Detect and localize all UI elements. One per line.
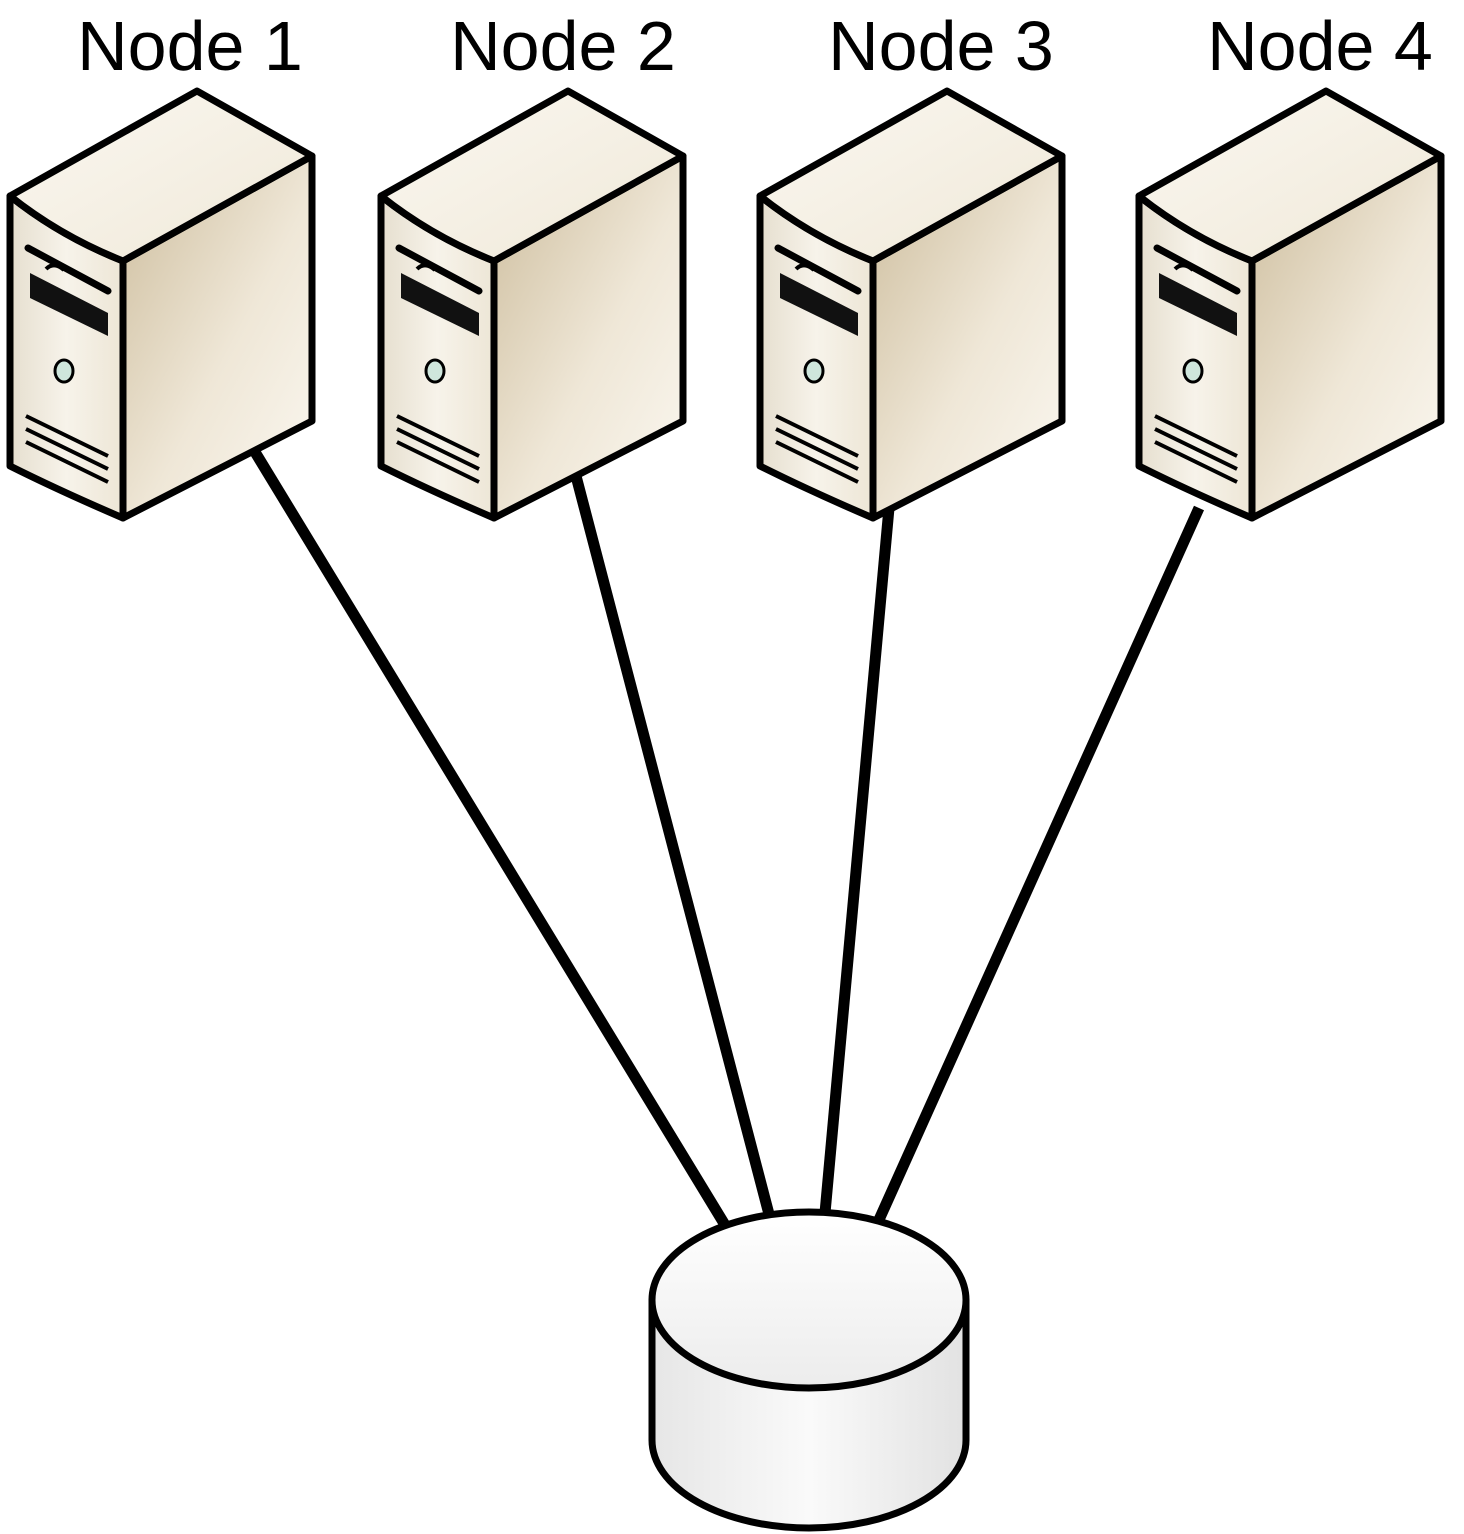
cable-node-4 <box>872 505 1205 1225</box>
cable-node-3 <box>819 507 895 1214</box>
node-label: Node 4 <box>1207 7 1433 85</box>
server-tower-icon <box>1139 91 1441 518</box>
node-label: Node 1 <box>77 7 303 85</box>
node-1: Node 1 <box>10 7 312 518</box>
node-4: Node 4 <box>1139 7 1441 518</box>
cables <box>250 449 1205 1228</box>
server-tower-icon <box>760 91 1062 518</box>
cable-node-1 <box>250 449 730 1228</box>
node-3: Node 3 <box>760 7 1062 518</box>
shared-disk-icon <box>648 1208 970 1532</box>
node-label: Node 3 <box>828 7 1054 85</box>
node-2: Node 2 <box>381 7 683 518</box>
server-tower-icon <box>381 91 683 518</box>
node-label: Node 2 <box>450 7 676 85</box>
server-tower-icon <box>10 91 312 518</box>
cable-node-2 <box>570 474 776 1220</box>
